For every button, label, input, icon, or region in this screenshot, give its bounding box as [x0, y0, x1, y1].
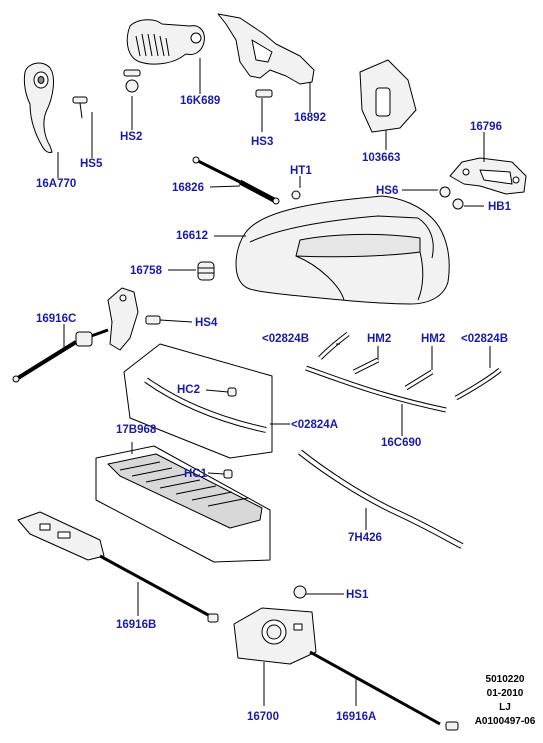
- label-hm2-b: HM2: [421, 333, 446, 345]
- bump-stop: [197, 261, 215, 281]
- label-hm2-a: HM2: [367, 333, 392, 345]
- label-16c690: 16C690: [381, 437, 422, 449]
- module-103663: [359, 59, 417, 133]
- safety-catch-bracket: [217, 13, 315, 98]
- label-16916a: 16916A: [336, 711, 377, 723]
- label-16758: 16758: [130, 265, 162, 277]
- label-17b968: 17B968: [116, 424, 157, 436]
- label-hs4: HS4: [195, 317, 218, 329]
- label-103663: 103663: [362, 152, 401, 164]
- hood-panel: [235, 195, 450, 305]
- label-02824a: <02824A: [291, 419, 338, 431]
- label-16a770: 16A770: [36, 178, 77, 190]
- cowl-grille: [107, 453, 263, 529]
- label-02824b-left: <02824B: [262, 333, 309, 345]
- release-cable-c: [12, 287, 161, 383]
- label-02824b-right: <02824B: [461, 333, 508, 345]
- label-16700: 16700: [247, 711, 279, 723]
- leader-lines: [57, 58, 491, 706]
- label-hb1: HB1: [488, 201, 512, 213]
- seal-box-02824a: [123, 343, 273, 459]
- label-16k689: 16K689: [180, 95, 221, 107]
- label-hs6: HS6: [376, 185, 399, 197]
- meta-reference: A0100497-06: [474, 716, 536, 727]
- release-cable-b: [17, 511, 219, 623]
- meta-date: 01-2010: [486, 688, 524, 699]
- label-hs5: HS5: [80, 158, 103, 170]
- label-hc2: HC2: [177, 384, 201, 396]
- meta-code: 5010220: [485, 674, 525, 685]
- gas-strut: [192, 156, 301, 205]
- meta-model: LJ: [499, 702, 511, 713]
- label-hc1: HC1: [184, 468, 208, 480]
- cowl-box-17b968: [95, 445, 271, 563]
- label-hs2: HS2: [120, 131, 143, 143]
- screw-hs5: [72, 96, 88, 119]
- hood-latch-part: [123, 19, 205, 93]
- label-ht1: HT1: [290, 165, 312, 177]
- label-16916b: 16916B: [116, 619, 157, 631]
- label-hs3: HS3: [251, 136, 274, 148]
- label-16892: 16892: [294, 112, 326, 124]
- latch-assembly: [233, 585, 459, 731]
- release-handle-part: [23, 62, 54, 153]
- label-16612: 16612: [176, 230, 208, 242]
- label-16826: 16826: [172, 182, 204, 194]
- label-16916c: 16916C: [36, 313, 77, 325]
- label-hs1: HS1: [346, 589, 369, 601]
- hood-hinge-part: [439, 157, 527, 210]
- label-7h426: 7H426: [348, 532, 382, 544]
- label-16796: 16796: [470, 121, 502, 133]
